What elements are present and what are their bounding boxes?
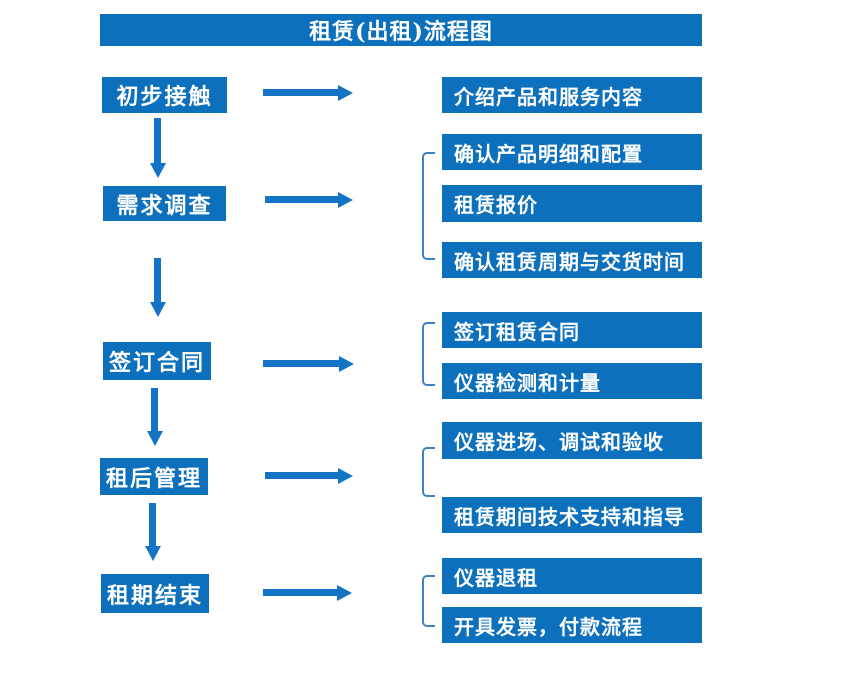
detail-box-sign-rental-contract: 签订租赁合同 (442, 312, 702, 348)
detail-box-confirm-product-details-config: 确认产品明细和配置 (442, 134, 702, 170)
step-box-post-rental-management: 租后管理 (100, 458, 208, 495)
arrow-right-5-icon (263, 589, 337, 596)
arrow-down-2-icon (154, 258, 161, 302)
arrow-down-4-icon (149, 503, 156, 546)
detail-box-instrument-setup-acceptance: 仪器进场、调试和验收 (442, 422, 702, 459)
detail-box-rental-quotation: 租赁报价 (442, 185, 702, 222)
arrow-down-3-icon (151, 388, 158, 431)
detail-box-instrument-testing-metering: 仪器检测和计量 (442, 363, 702, 399)
step-box-demand-survey: 需求调查 (103, 186, 226, 221)
step-box-rental-end: 租期结束 (101, 574, 209, 613)
arrow-right-2-icon (265, 196, 338, 203)
flowchart-title: 租赁(出租)流程图 (100, 14, 702, 46)
group-bracket-post-rental (422, 447, 435, 497)
group-bracket-rental-end (422, 575, 435, 627)
detail-box-intro-products-services: 介绍产品和服务内容 (442, 77, 702, 113)
arrow-down-1-icon (154, 118, 161, 163)
detail-box-rental-tech-support: 租赁期间技术支持和指导 (442, 497, 702, 533)
detail-box-invoice-payment: 开具发票，付款流程 (442, 607, 702, 643)
group-bracket-demand-survey (422, 152, 435, 260)
step-box-initial-contact: 初步接触 (102, 77, 227, 113)
arrow-right-4-icon (265, 472, 338, 479)
step-box-sign-contract: 签订合同 (103, 342, 211, 380)
detail-box-confirm-rental-period-delivery: 确认租赁周期与交货时间 (442, 242, 702, 278)
group-bracket-sign-contract (422, 322, 435, 386)
arrow-right-3-icon (263, 360, 339, 367)
arrow-right-1-icon (263, 89, 338, 96)
detail-box-instrument-return: 仪器退租 (442, 558, 702, 594)
